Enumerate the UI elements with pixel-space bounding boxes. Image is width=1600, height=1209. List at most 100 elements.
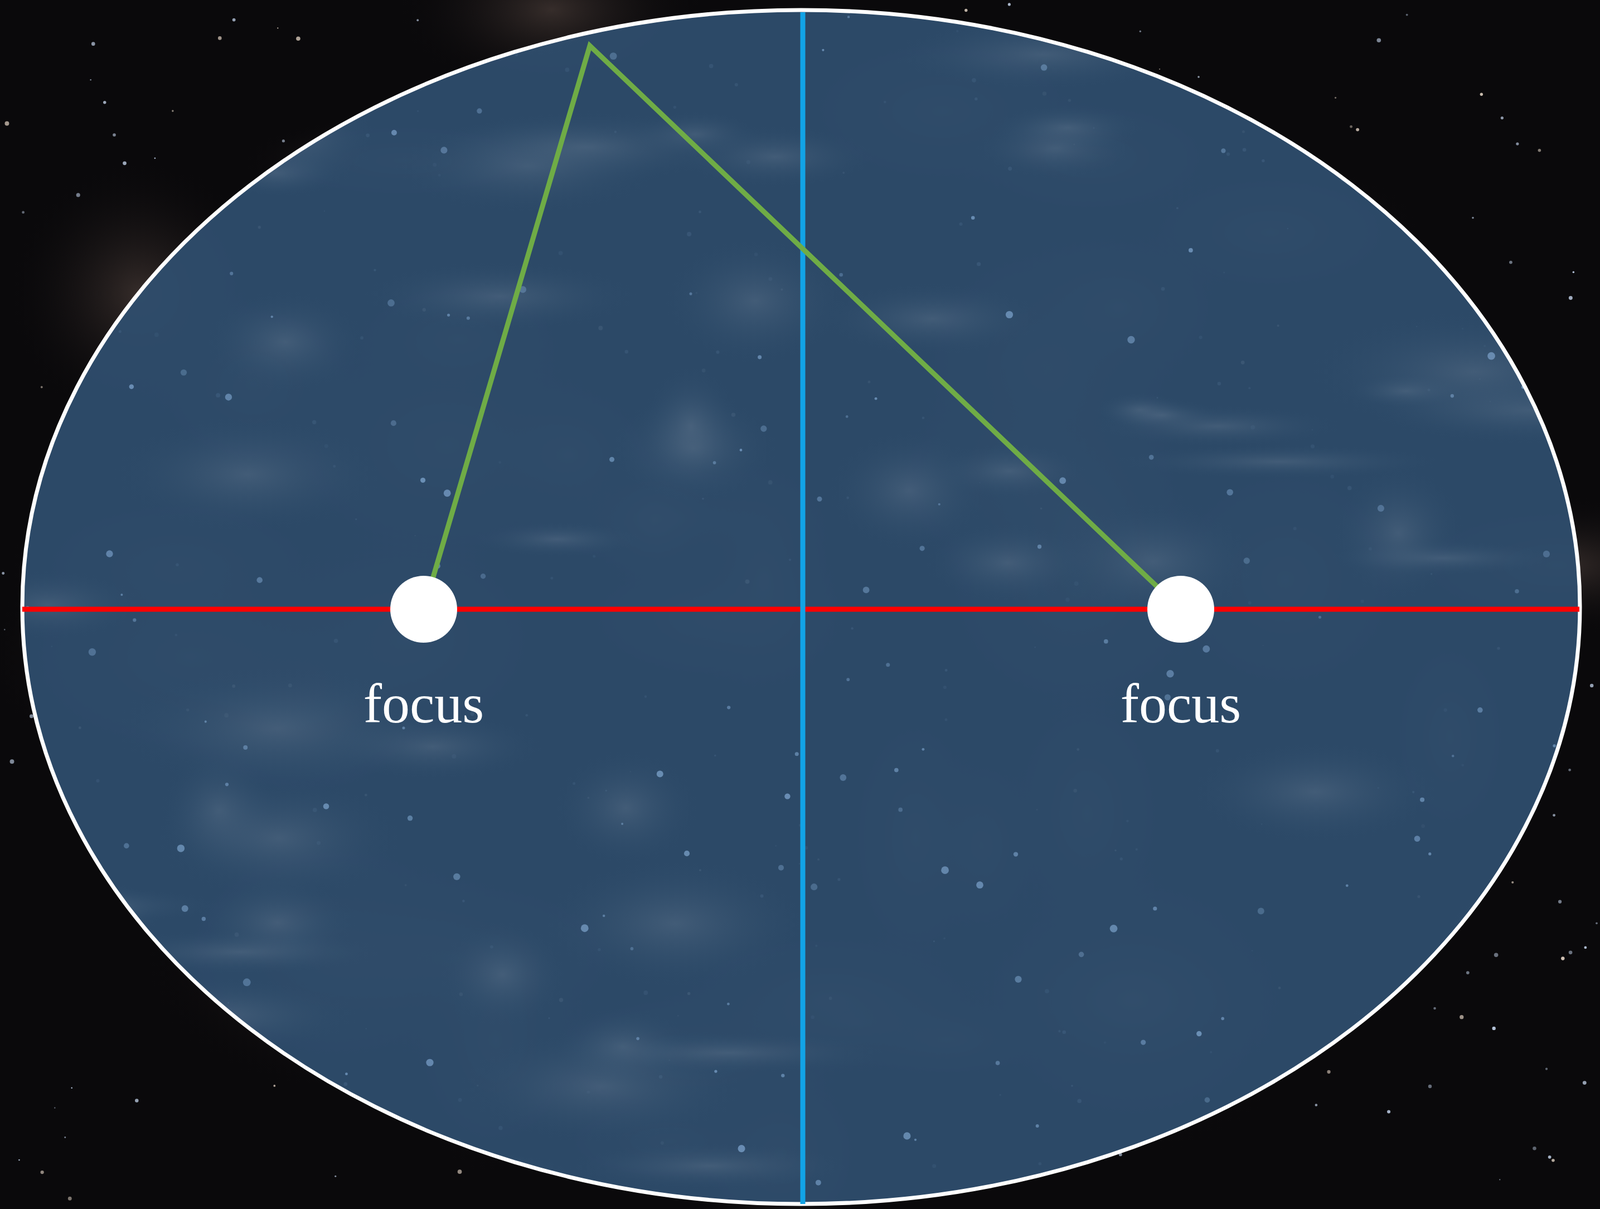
star	[847, 15, 850, 18]
star	[1014, 976, 1022, 983]
star	[1414, 1038, 1418, 1041]
star	[1349, 125, 1353, 129]
star	[778, 865, 784, 871]
star	[1377, 505, 1385, 512]
nebula-wisp	[1189, 1104, 1461, 1209]
star	[815, 1180, 822, 1186]
star	[1441, 140, 1446, 144]
star	[1568, 296, 1573, 300]
star	[710, 1201, 719, 1209]
star	[120, 962, 126, 967]
star	[1451, 754, 1454, 758]
star	[416, 18, 419, 22]
star	[1226, 488, 1234, 496]
star	[440, 146, 448, 154]
star	[1204, 1097, 1211, 1104]
star	[88, 648, 96, 656]
nebula-wisp	[154, 776, 402, 900]
star	[1562, 268, 1569, 274]
star	[160, 143, 167, 150]
star	[1530, 85, 1539, 94]
star	[1543, 550, 1550, 558]
star	[1433, 1007, 1437, 1011]
star	[447, 313, 450, 317]
star	[391, 129, 397, 136]
star	[1545, 1068, 1548, 1071]
star	[1428, 852, 1432, 856]
minor-axis	[800, 12, 806, 1205]
nebula-wisp	[1333, 466, 1464, 600]
nebula-wisp	[665, 238, 846, 364]
star	[1148, 454, 1155, 460]
star	[1480, 93, 1483, 96]
star	[609, 52, 618, 60]
star	[784, 793, 790, 799]
star	[1578, 130, 1583, 134]
nebula-wisp	[472, 521, 642, 557]
star	[40, 1170, 44, 1175]
star	[177, 844, 186, 853]
star	[810, 883, 818, 891]
star	[726, 705, 731, 710]
star	[229, 272, 234, 276]
star	[1059, 477, 1066, 484]
star	[846, 677, 850, 682]
star	[1103, 639, 1109, 644]
star	[630, 947, 634, 951]
star	[839, 774, 847, 782]
star	[987, 17, 995, 24]
nebula-wisp	[205, 290, 366, 394]
star	[1220, 1017, 1225, 1021]
star	[91, 41, 96, 46]
star	[68, 1196, 72, 1201]
star	[1, 71, 8, 78]
nebula-wisp	[1445, 892, 1551, 996]
star	[425, 1059, 434, 1067]
star	[1466, 971, 1470, 975]
star	[1552, 744, 1556, 748]
star	[282, 139, 285, 143]
star	[1589, 684, 1594, 688]
star	[1197, 75, 1200, 79]
star	[914, 1138, 917, 1142]
ellipse-outline	[22, 10, 1580, 1205]
star	[684, 850, 690, 857]
star	[295, 1125, 301, 1131]
nebula-wisp	[933, 443, 1086, 499]
ellipse-fill	[22, 10, 1580, 1205]
star	[1499, 1179, 1501, 1181]
star	[1514, 589, 1520, 594]
star	[1428, 1084, 1432, 1089]
star	[1568, 768, 1572, 772]
nebula-wisp	[892, 19, 1194, 90]
star	[1007, 2, 1011, 6]
star	[1127, 336, 1135, 344]
star	[1326, 1070, 1331, 1074]
star	[1037, 544, 1042, 549]
star	[760, 425, 767, 432]
star	[120, 593, 123, 596]
star	[739, 448, 743, 452]
star	[181, 905, 189, 913]
star	[91, 2, 96, 6]
star	[938, 503, 941, 506]
star	[420, 477, 426, 483]
star	[1582, 1080, 1587, 1085]
star	[1509, 260, 1513, 265]
focus-label: focus	[1120, 670, 1242, 738]
star	[243, 978, 251, 987]
star	[1487, 352, 1496, 361]
star	[1159, 68, 1161, 70]
star	[726, 1002, 730, 1006]
star	[821, 49, 824, 52]
star	[1345, 884, 1349, 887]
star	[217, 36, 222, 41]
star	[76, 192, 81, 197]
star	[1526, 1150, 1534, 1157]
star	[182, 1040, 189, 1047]
nebula-wisp	[641, 365, 741, 487]
